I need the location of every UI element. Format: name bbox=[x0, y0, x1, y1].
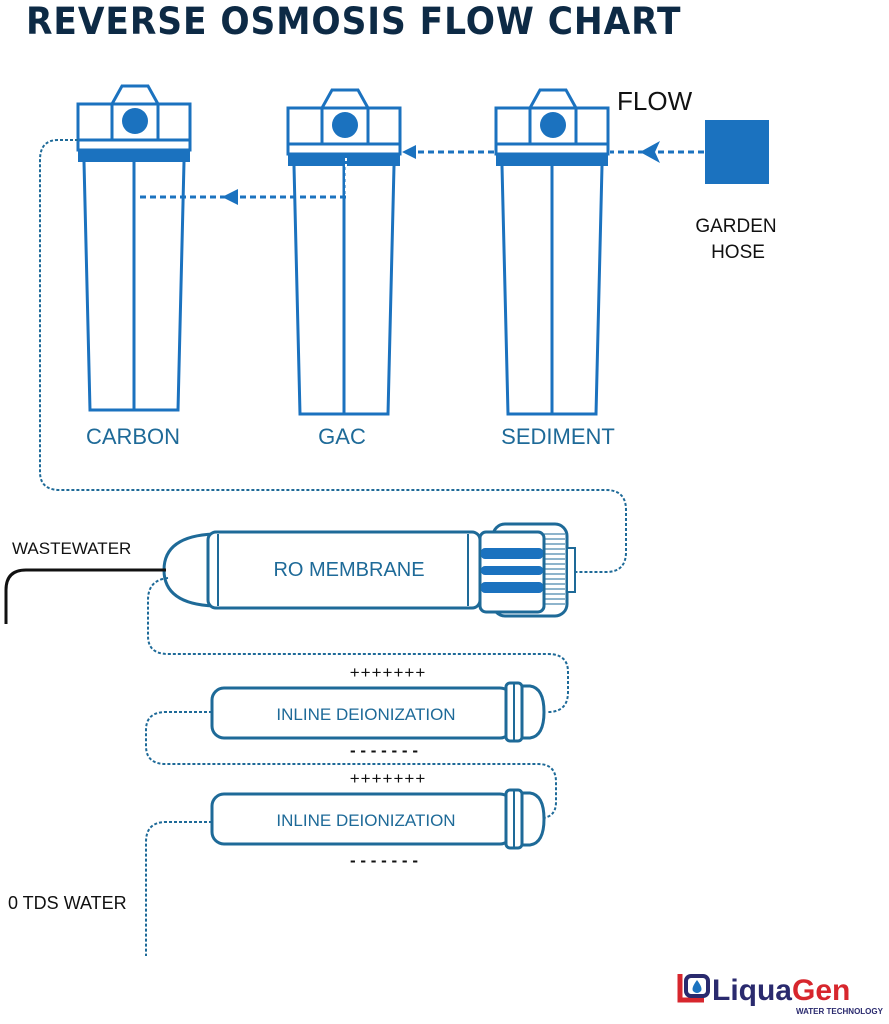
di2-top-charge: +++++++ bbox=[350, 769, 427, 788]
arrowhead-icon bbox=[402, 145, 416, 159]
liquagen-logo: LiquaGen WATER TECHNOLOGY bbox=[677, 974, 884, 1016]
di2-bottom-charge: - - - - - - - bbox=[350, 851, 418, 870]
di1-bottom-charge: - - - - - - - bbox=[350, 741, 418, 760]
svg-text:LiquaGen: LiquaGen bbox=[712, 974, 850, 1007]
flow-arrow-hose-to-sediment bbox=[610, 141, 704, 163]
filter-label-sediment: SEDIMENT bbox=[501, 424, 615, 449]
source-label-line2: HOSE bbox=[711, 242, 765, 263]
output-label: 0 TDS WATER bbox=[8, 893, 127, 913]
arrowhead-icon bbox=[640, 141, 660, 163]
logo-mark-icon bbox=[677, 974, 710, 1003]
ro-membrane bbox=[162, 522, 576, 618]
logo-tagline: WATER TECHNOLOGY bbox=[796, 1007, 884, 1016]
di1-top-charge: +++++++ bbox=[350, 663, 427, 682]
wastewater-pipe bbox=[4, 568, 166, 624]
pipe-output bbox=[145, 821, 212, 956]
di1-label: INLINE DEIONIZATION bbox=[276, 705, 455, 724]
source-label-line1: GARDEN bbox=[695, 216, 776, 237]
flow-label: FLOW bbox=[617, 86, 693, 116]
pipe-carbon-to-ro bbox=[39, 139, 627, 573]
carbon-filter bbox=[76, 84, 192, 412]
wastewater-label: WASTEWATER bbox=[12, 539, 131, 558]
page-title: REVERSE OSMOSIS FLOW CHART bbox=[26, 0, 682, 43]
arrowhead-icon bbox=[222, 189, 238, 205]
sediment-filter bbox=[494, 88, 610, 416]
logo-brand-part2: Gen bbox=[792, 974, 850, 1007]
filter-label-gac: GAC bbox=[318, 424, 366, 449]
flow-arrow-sediment-to-gac bbox=[402, 145, 494, 159]
flow-arrow-gac-to-carbon bbox=[136, 158, 347, 205]
pipe-ro-to-di1 bbox=[147, 577, 569, 713]
di2-label: INLINE DEIONIZATION bbox=[276, 811, 455, 830]
logo-brand-part1: Liqua bbox=[712, 974, 792, 1007]
garden-hose-icon bbox=[705, 120, 769, 184]
filter-label-carbon: CARBON bbox=[86, 424, 180, 449]
ro-membrane-label: RO MEMBRANE bbox=[273, 559, 424, 581]
gac-filter bbox=[286, 88, 402, 416]
pipe-di1-to-di2 bbox=[145, 711, 557, 819]
inline-deionization-2 bbox=[210, 788, 546, 850]
